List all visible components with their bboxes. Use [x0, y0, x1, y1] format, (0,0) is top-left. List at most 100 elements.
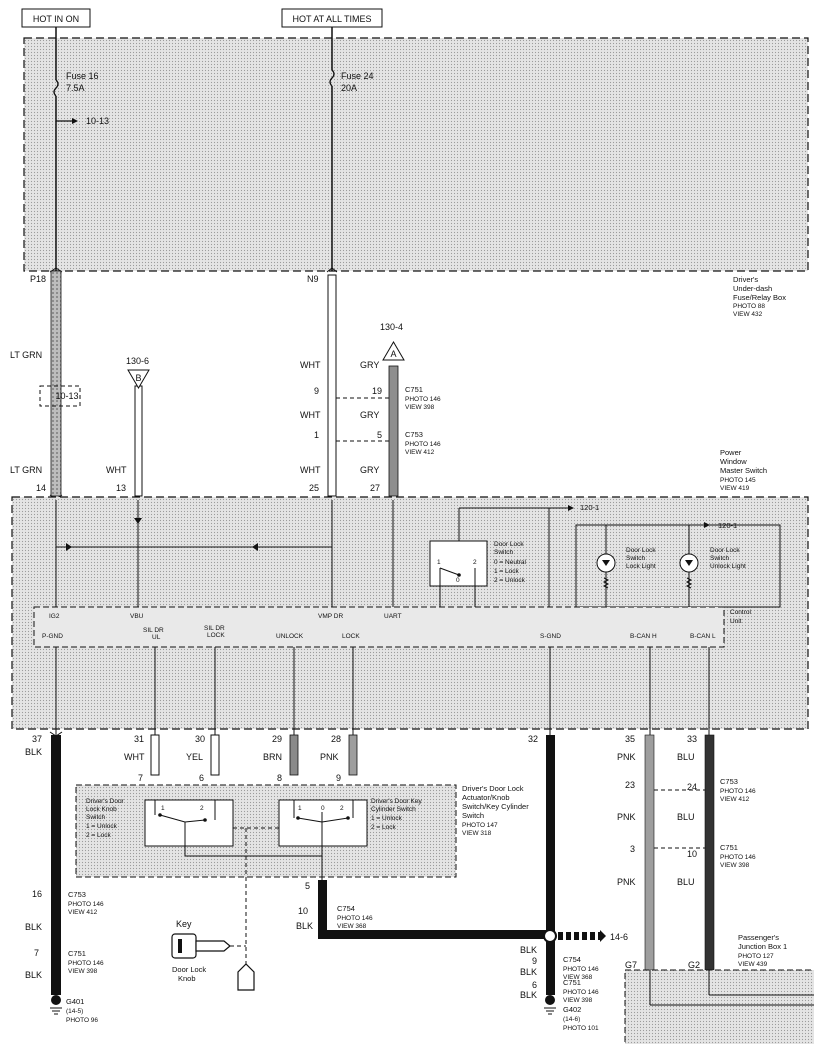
svg-text:120-1: 120-1 [718, 521, 737, 530]
svg-text:Master Switch: Master Switch [720, 466, 767, 475]
svg-text:G7: G7 [625, 960, 637, 970]
lower-wires: 37 BLK 16 C753 PHOTO 146 VIEW 412 BLK 7 … [25, 731, 756, 1032]
svg-text:VIEW 368: VIEW 368 [563, 974, 593, 981]
key-icon: Key Door Lock Knob [171, 919, 231, 983]
power-window-master-switch: Power Window Master Switch PHOTO 145 VIE… [11, 448, 809, 735]
svg-text:C754: C754 [563, 955, 581, 964]
svg-text:Lock Light: Lock Light [626, 563, 656, 570]
svg-text:VIEW 368: VIEW 368 [337, 923, 367, 930]
svg-text:Unlock Light: Unlock Light [710, 563, 746, 570]
svg-text:PHOTO 146: PHOTO 146 [563, 989, 599, 996]
svg-text:BLK: BLK [25, 747, 42, 757]
svg-text:9: 9 [336, 773, 341, 783]
svg-text:UNLOCK: UNLOCK [276, 633, 304, 640]
svg-text:Window: Window [720, 457, 747, 466]
svg-text:WHT: WHT [300, 360, 321, 370]
svg-text:PHOTO 146: PHOTO 146 [405, 441, 441, 448]
svg-text:VBU: VBU [130, 613, 144, 620]
svg-text:G402: G402 [563, 1005, 581, 1014]
svg-text:0 = Neutral: 0 = Neutral [494, 559, 527, 566]
svg-text:2 = Unlock: 2 = Unlock [494, 577, 526, 584]
svg-text:PHOTO 101: PHOTO 101 [563, 1025, 599, 1032]
svg-text:GRY: GRY [360, 465, 379, 475]
svg-text:BLK: BLK [520, 990, 537, 1000]
svg-text:PHOTO 146: PHOTO 146 [68, 901, 104, 908]
svg-text:14-6: 14-6 [610, 932, 628, 942]
svg-text:IG2: IG2 [49, 613, 60, 620]
svg-text:PHOTO 147: PHOTO 147 [462, 822, 498, 829]
svg-text:C753: C753 [720, 777, 738, 786]
svg-text:35: 35 [625, 734, 635, 744]
svg-text:VIEW 398: VIEW 398 [563, 997, 593, 1004]
svg-text:Fuse 16: Fuse 16 [66, 71, 99, 81]
svg-text:Actuator/Knob: Actuator/Knob [462, 793, 510, 802]
svg-text:Power: Power [720, 448, 742, 457]
svg-text:BLK: BLK [520, 945, 537, 955]
svg-text:Driver's Door Lock: Driver's Door Lock [462, 784, 524, 793]
svg-text:PNK: PNK [617, 877, 636, 887]
svg-text:2: 2 [200, 805, 204, 812]
svg-text:PHOTO 146: PHOTO 146 [337, 915, 373, 922]
svg-text:7.5A: 7.5A [66, 83, 85, 93]
svg-text:C753: C753 [405, 430, 423, 439]
svg-text:Driver's Door: Driver's Door [86, 798, 125, 805]
svg-text:10-13: 10-13 [86, 116, 109, 126]
svg-text:PHOTO 145: PHOTO 145 [720, 477, 756, 484]
svg-text:BLU: BLU [677, 812, 695, 822]
svg-text:G2: G2 [688, 960, 700, 970]
svg-text:PHOTO 88: PHOTO 88 [733, 303, 765, 310]
svg-text:HOT AT ALL TIMES: HOT AT ALL TIMES [292, 14, 371, 24]
svg-text:28: 28 [331, 734, 341, 744]
door-lock-knob-icon [237, 963, 255, 991]
svg-text:7: 7 [34, 948, 39, 958]
svg-text:Switch: Switch [462, 811, 484, 820]
svg-text:PHOTO 146: PHOTO 146 [720, 788, 756, 795]
svg-text:Knob: Knob [178, 974, 196, 983]
svg-text:P-GND: P-GND [42, 633, 63, 640]
svg-text:C751: C751 [720, 843, 738, 852]
svg-text:B-CAN L: B-CAN L [690, 633, 716, 640]
svg-text:YEL: YEL [186, 752, 203, 762]
svg-text:27: 27 [370, 483, 380, 493]
svg-text:UART: UART [384, 613, 402, 620]
svg-text:37: 37 [32, 734, 42, 744]
svg-text:16: 16 [32, 889, 42, 899]
svg-text:14: 14 [36, 483, 46, 493]
svg-text:Under-dash: Under-dash [733, 284, 772, 293]
svg-text:1 = Unlock: 1 = Unlock [86, 823, 118, 830]
svg-text:Switch: Switch [494, 549, 514, 556]
svg-text:20A: 20A [341, 83, 357, 93]
svg-text:C751: C751 [405, 385, 423, 394]
svg-text:S-GND: S-GND [540, 633, 561, 640]
svg-text:Driver's Door Key: Driver's Door Key [371, 798, 422, 805]
svg-text:PNK: PNK [617, 752, 636, 762]
svg-text:Key: Key [176, 919, 192, 929]
svg-text:Door Lock: Door Lock [494, 541, 524, 548]
svg-text:VIEW 398: VIEW 398 [68, 968, 98, 975]
svg-text:9: 9 [314, 386, 319, 396]
svg-text:LT GRN: LT GRN [10, 465, 42, 475]
svg-text:10: 10 [687, 849, 697, 859]
svg-text:PHOTO 127: PHOTO 127 [738, 953, 774, 960]
svg-text:0: 0 [321, 805, 325, 812]
svg-text:Unit: Unit [730, 618, 742, 625]
svg-text:5: 5 [377, 430, 382, 440]
svg-text:PHOTO 146: PHOTO 146 [68, 960, 104, 967]
svg-text:VIEW 412: VIEW 412 [68, 909, 98, 916]
svg-text:6: 6 [532, 980, 537, 990]
svg-text:PHOTO 96: PHOTO 96 [66, 1017, 98, 1024]
hot-at-all-times-label: HOT AT ALL TIMES [281, 8, 383, 28]
svg-text:VIEW 412: VIEW 412 [720, 796, 750, 803]
svg-text:LOCK: LOCK [207, 632, 225, 639]
svg-text:WHT: WHT [300, 410, 321, 420]
svg-text:UL: UL [152, 634, 161, 641]
svg-text:VIEW 398: VIEW 398 [720, 862, 750, 869]
svg-text:130-6: 130-6 [126, 356, 149, 366]
svg-text:BRN: BRN [263, 752, 282, 762]
svg-text:13: 13 [116, 483, 126, 493]
svg-text:Cylinder Switch: Cylinder Switch [371, 806, 416, 813]
svg-text:Lock Knob: Lock Knob [86, 806, 117, 813]
svg-text:Door Lock: Door Lock [626, 547, 656, 554]
svg-text:SIL DR: SIL DR [204, 625, 225, 632]
svg-text:VIEW 318: VIEW 318 [462, 830, 492, 837]
